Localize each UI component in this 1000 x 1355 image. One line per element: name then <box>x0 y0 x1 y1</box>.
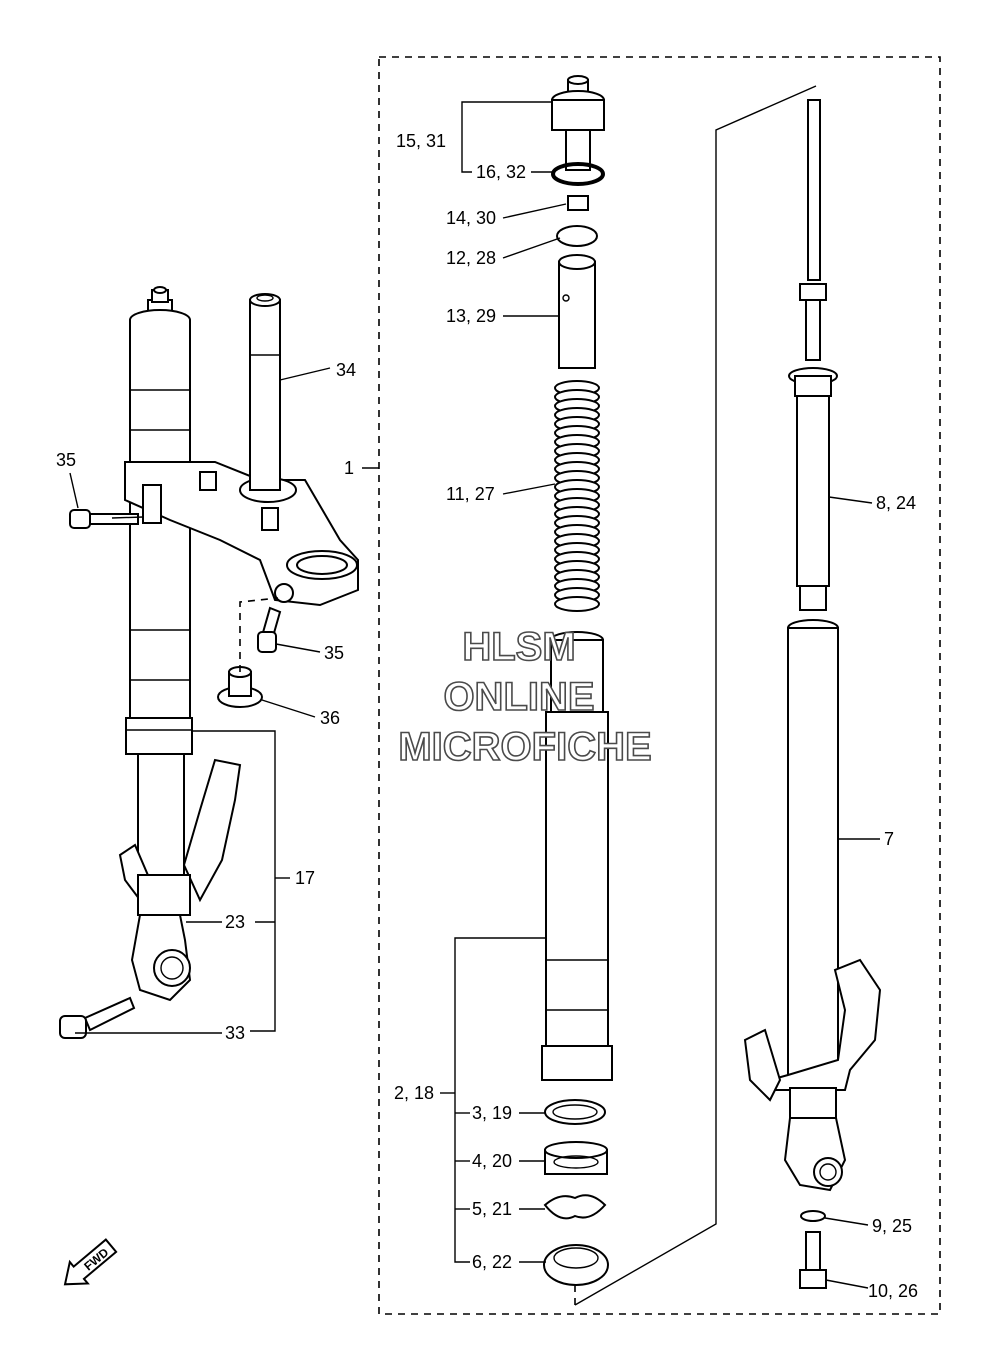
label-1: 1 <box>344 458 354 478</box>
label-17: 17 <box>295 868 315 888</box>
label-14-30: 14, 30 <box>446 208 496 228</box>
washer-12-28 <box>556 225 598 247</box>
bolt-35-left <box>69 509 139 529</box>
cap-36 <box>217 666 263 708</box>
forward-arrow-icon: FWD <box>63 1238 118 1286</box>
label-35-right: 35 <box>324 643 344 663</box>
outer-tube-2-18 <box>541 631 613 1081</box>
label-4-20: 4, 20 <box>472 1151 512 1171</box>
spacer-13-29 <box>558 254 596 369</box>
label-5-21: 5, 21 <box>472 1199 512 1219</box>
clip-5-21 <box>543 1194 607 1220</box>
label-33: 33 <box>225 1023 245 1043</box>
label-36: 36 <box>320 708 340 728</box>
label-34: 34 <box>336 360 356 380</box>
assembled-fork-illustration <box>59 286 359 1039</box>
label-7: 7 <box>884 829 894 849</box>
watermark-line-3: MICROFICHE <box>398 725 651 769</box>
bolt-33 <box>59 996 136 1039</box>
watermark-line-2: ONLINE <box>443 675 594 719</box>
watermark: HLSM ONLINE MICROFICHE <box>398 624 653 770</box>
bolt-10-26 <box>799 1231 827 1289</box>
label-2-18: 2, 18 <box>394 1083 434 1103</box>
leader-lines <box>69 85 880 1306</box>
label-9-25: 9, 25 <box>872 1216 912 1236</box>
callout-labels: 1 15, 31 16, 32 14, 30 12, 28 13, 29 11,… <box>56 131 918 1301</box>
damper-rod-8-24 <box>788 99 838 611</box>
label-15-31: 15, 31 <box>396 131 446 151</box>
dust-seal-6-22 <box>543 1244 609 1286</box>
label-16-32: 16, 32 <box>476 162 526 182</box>
o-ring-16-32 <box>551 162 605 186</box>
inner-tube-7 <box>743 619 882 1192</box>
label-23: 23 <box>225 912 245 932</box>
bolt-35-right <box>257 606 282 653</box>
washer-9-25 <box>800 1210 826 1222</box>
nut-14-30 <box>567 195 589 211</box>
label-13-29: 13, 29 <box>446 306 496 326</box>
seal-4-20 <box>544 1141 608 1175</box>
ring-3-19 <box>544 1099 606 1125</box>
label-11-27: 11, 27 <box>446 484 495 504</box>
label-35-left: 35 <box>56 450 76 470</box>
label-8-24: 8, 24 <box>876 493 916 513</box>
label-3-19: 3, 19 <box>472 1103 512 1123</box>
spring-coil <box>554 596 600 612</box>
label-10-26: 10, 26 <box>868 1281 918 1301</box>
label-12-28: 12, 28 <box>446 248 496 268</box>
spring-11-27 <box>554 380 600 612</box>
watermark-line-1: HLSM <box>462 625 575 669</box>
fork-cap-15-31 <box>551 75 605 171</box>
assembly-boundary <box>378 56 941 1315</box>
inner-assembly-column <box>743 99 882 1289</box>
label-6-22: 6, 22 <box>472 1252 512 1272</box>
damper-parts-column <box>541 75 613 1286</box>
